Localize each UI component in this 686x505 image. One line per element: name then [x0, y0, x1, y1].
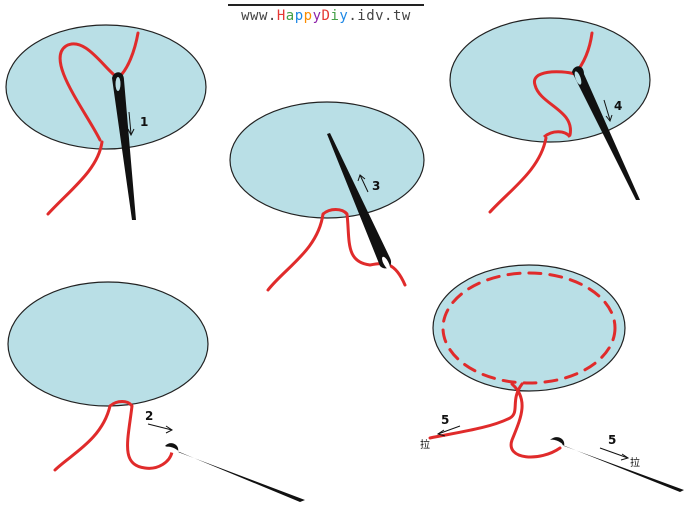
fabric-circle — [433, 265, 625, 391]
step-number-2: 2 — [145, 409, 153, 423]
thread-tail — [490, 138, 546, 212]
fabric-circle — [450, 18, 650, 142]
step-number-5-left: 5 — [441, 413, 449, 427]
panel-step-2: 2 — [8, 282, 305, 502]
panel-step-5: 5 拉 5 拉 — [420, 265, 684, 492]
panel-step-3: 3 — [230, 102, 424, 290]
fabric-circle — [6, 25, 206, 149]
pull-arrow-right — [600, 448, 628, 458]
pull-label-left: 拉 — [420, 438, 430, 451]
panel-step-4: 4 — [450, 18, 650, 212]
needle — [550, 437, 684, 492]
fabric-circle — [8, 282, 208, 406]
needle-eye — [116, 77, 121, 91]
thread-left — [268, 214, 323, 290]
panel-step-1: 1 — [6, 25, 206, 220]
step-number-3: 3 — [372, 179, 380, 193]
thread-left — [55, 406, 110, 470]
thread-right — [511, 384, 560, 457]
fabric-circle — [230, 102, 424, 218]
step-number-1: 1 — [140, 115, 148, 129]
pull-label-right: 拉 — [630, 456, 640, 469]
step-number-5-right: 5 — [608, 433, 616, 447]
step-number-4: 4 — [614, 99, 622, 113]
needle — [165, 443, 305, 502]
thread-tail — [48, 142, 102, 214]
